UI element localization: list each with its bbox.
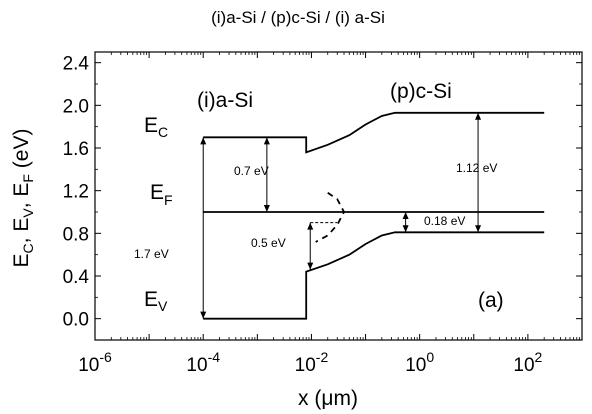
x-tick-label: 10-2 xyxy=(295,349,329,376)
y-axis-ticks: 0.0 0.4 0.8 1.2 1.6 2.0 2.4 xyxy=(63,54,582,331)
series-e-c-line xyxy=(203,111,545,154)
gap-asi-label: 1.7 eV xyxy=(134,247,169,261)
ec-label: EC xyxy=(144,114,168,140)
x-tick-label: 102 xyxy=(513,349,542,376)
chart-title: (i)a-Si / (p)c-Si / (i) a-Si xyxy=(211,8,385,27)
panel-label: (a) xyxy=(478,289,504,312)
y-tick-label: 1.6 xyxy=(63,139,89,160)
y-tick-label: 2.0 xyxy=(63,96,89,117)
band-lines xyxy=(203,111,545,320)
arrow-gap-asi xyxy=(200,137,207,319)
offset-label: 0.5 eV xyxy=(251,236,286,250)
energy-arrows xyxy=(200,112,482,319)
arrow-ec-ef-asi xyxy=(263,137,270,212)
y-tick-label: 0.4 xyxy=(63,267,90,288)
x-tick-label: 10-6 xyxy=(78,349,112,376)
ev-label: EV xyxy=(144,288,168,314)
gap-csi-label: 1.12 eV xyxy=(456,161,497,175)
arrow-gap-csi xyxy=(475,112,482,233)
x-axis-label: x (μm) xyxy=(298,387,358,410)
y-tick-label: 2.4 xyxy=(63,54,90,75)
arrow-offset xyxy=(307,222,314,270)
arrow-ef-ev-csi xyxy=(402,212,409,233)
y-tick-label: 0.8 xyxy=(63,224,89,245)
series-e-i-line xyxy=(315,192,346,243)
y-tick-label: 0.0 xyxy=(63,310,89,331)
plot-frame xyxy=(94,51,583,341)
x-tick-label: 10-4 xyxy=(186,349,220,376)
y-tick-label: 1.2 xyxy=(63,182,89,203)
region-label-csi: (p)c-Si xyxy=(390,80,452,103)
ef-ev-csi-label: 0.18 eV xyxy=(424,214,465,228)
series-e-v-line xyxy=(203,231,545,320)
ec-ef-asi-label: 0.7 eV xyxy=(234,164,269,178)
region-label-asi: (i)a-Si xyxy=(197,89,253,112)
x-tick-label: 100 xyxy=(405,349,434,376)
x-axis-ticks: 10-6 10-4 10-2 100 102 xyxy=(78,52,583,376)
y-axis-label: EC, EV, EF (eV) xyxy=(10,129,36,268)
ef-label: EF xyxy=(150,181,173,208)
